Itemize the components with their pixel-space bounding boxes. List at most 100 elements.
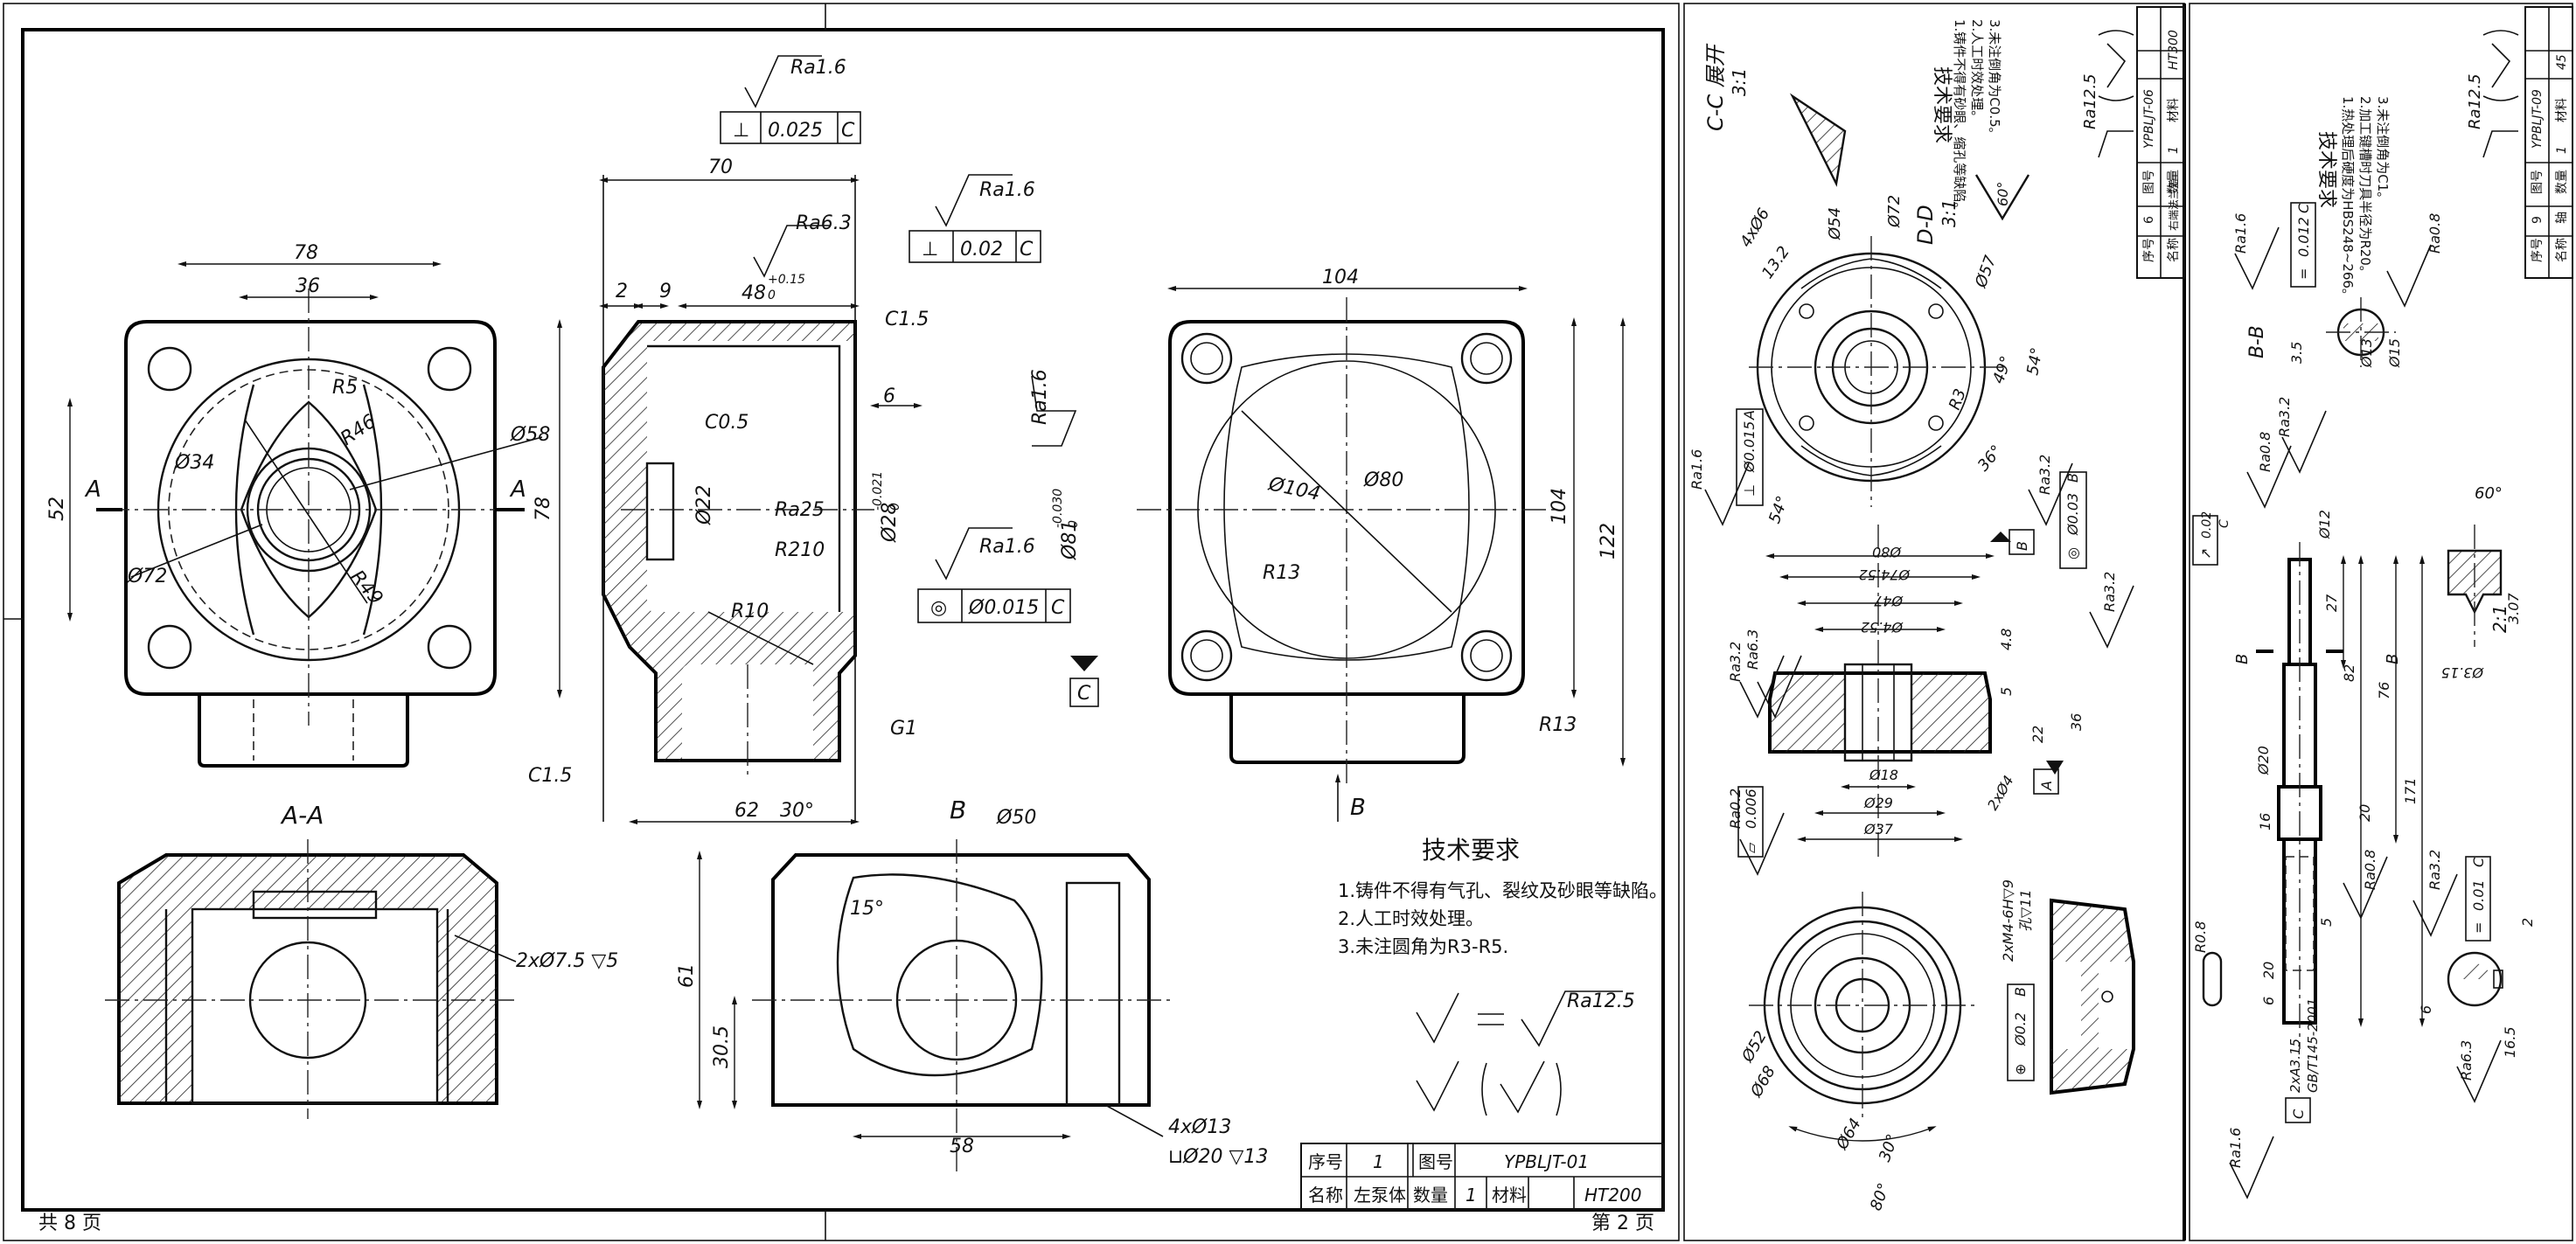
svg-text:1: 1 xyxy=(1466,1185,1477,1206)
svg-text:1.铸件不得有砂眼、缩孔等缺陷。: 1.铸件不得有砂眼、缩孔等缺陷。 xyxy=(1952,19,1967,215)
keyway-section: 6 16.5 2 xyxy=(2418,918,2536,1058)
svg-text:C: C xyxy=(841,120,855,142)
roughness-ra25: Ra25 xyxy=(775,499,825,521)
title-block-left: 序号 1 图号 YPBLJT-01 名称 左泵体 数量 1 材料 HT200 xyxy=(1300,1143,1664,1211)
roughness-general: Ra12.5 xyxy=(1567,990,1635,1012)
svg-text:B: B xyxy=(2012,987,2029,997)
dim-104-top: 104 xyxy=(1322,267,1359,288)
svg-text:Ra3.2: Ra3.2 xyxy=(2036,455,2053,495)
svg-text:Ra1.6: Ra1.6 xyxy=(790,57,846,79)
view-mark-b: B xyxy=(1350,795,1366,821)
svg-text:Ra6.3: Ra6.3 xyxy=(796,212,852,234)
section-a-a: A-A 2xØ7.5 ▽5 xyxy=(105,801,618,1119)
svg-text:76: 76 xyxy=(2376,682,2392,699)
roughness-symbol: Ra1.6 xyxy=(1029,369,1077,447)
svg-text:4.8: 4.8 xyxy=(1998,629,2015,650)
page-total: 共 8 页 xyxy=(38,1213,101,1234)
dim-d80: Ø80 xyxy=(1363,469,1403,491)
hole-note-counterbore: ⊔Ø20 ▽13 xyxy=(1168,1146,1268,1168)
svg-text:3.未注倒角为C0.5。: 3.未注倒角为C0.5。 xyxy=(1987,19,2002,141)
svg-text:Ø0.03: Ø0.03 xyxy=(2064,493,2081,536)
svg-text:2xM4-6H▽9: 2xM4-6H▽9 xyxy=(2000,879,2016,962)
svg-text:A: A xyxy=(2038,781,2055,791)
svg-text:0.02: 0.02 xyxy=(2200,511,2214,539)
dim-d81: Ø81 xyxy=(1059,520,1081,560)
svg-text:Ø3.15: Ø3.15 xyxy=(2441,664,2484,681)
svg-text:22: 22 xyxy=(2029,726,2046,743)
svg-text:Ra1.6: Ra1.6 xyxy=(1688,449,1705,490)
svg-text:20: 20 xyxy=(2357,804,2373,822)
dim-36: 36 xyxy=(296,275,320,297)
dim-70: 70 xyxy=(708,156,733,178)
svg-text:Ø0.015: Ø0.015 xyxy=(968,597,1039,619)
svg-text:B: B xyxy=(2233,654,2252,664)
svg-text:3.07: 3.07 xyxy=(2505,593,2522,624)
side-section-view: 70 2 9 48 +0.15 0 C1.5 6 C0.5 Ø22 Ra25 R… xyxy=(528,55,1099,824)
svg-text:Ø20: Ø20 xyxy=(2255,746,2272,775)
svg-text:=: = xyxy=(2295,268,2312,280)
dim-r13-a: R13 xyxy=(1263,562,1300,584)
svg-text:54°: 54° xyxy=(1765,494,1793,526)
svg-text:171: 171 xyxy=(2402,777,2419,804)
title-block-right: 序号 9 图号 YPBLJT-09 名称 轴 数量 1 材料 45 xyxy=(2524,6,2573,279)
hole-note: 2xØ7.5 ▽5 xyxy=(516,950,618,972)
right-roughness: Ra1.6 Ra3.2 Ra0.8 Ra0.8 Ra0.8 Ra3.2 Ra6.… xyxy=(2227,213,2502,1199)
page-current: 第 2 页 xyxy=(1591,1213,1654,1234)
dim-r13-b: R13 xyxy=(1539,714,1577,736)
dim-r10: R10 xyxy=(731,601,769,622)
view-label: B xyxy=(950,796,966,824)
svg-text:6: 6 xyxy=(2142,216,2156,224)
svg-text:Ø72: Ø72 xyxy=(1885,195,1904,228)
tech-requirements-right: 技术要求 1.热处理后硬度为HBS248~266。 2.加工键槽时刀具半径为R2… xyxy=(2315,30,2519,302)
svg-text:Ø0.015: Ø0.015 xyxy=(1741,421,1758,473)
dim-r46: R46 xyxy=(337,411,380,450)
dim-78-side: 78 xyxy=(533,497,554,521)
svg-text:36°: 36° xyxy=(1974,441,2007,475)
right-sheet: 序号 9 图号 YPBLJT-09 名称 轴 数量 1 材料 45 技术要求 1… xyxy=(2189,3,2573,1241)
svg-text:HT300: HT300 xyxy=(2167,30,2181,70)
thread-g1: G1 xyxy=(890,718,917,740)
svg-text:2xØ4: 2xØ4 xyxy=(1984,773,2017,813)
svg-text:27: 27 xyxy=(2323,594,2340,612)
svg-text:=: = xyxy=(2470,922,2487,934)
svg-text:右端法兰盖: 右端法兰盖 xyxy=(2167,178,2180,231)
dim-d72: Ø72 xyxy=(127,566,167,587)
svg-text:Ra3.2: Ra3.2 xyxy=(1727,642,1744,682)
scale-cc: 3:1 xyxy=(1729,68,1750,96)
roughness-symbol: Ra1.6 xyxy=(935,527,1035,580)
dim-r5: R5 xyxy=(332,377,358,399)
middle-sheet: 序号 6 图号 YPBLJT-06 名称 右端法兰盖 数量 1 材料 HT300… xyxy=(1683,3,2186,1241)
view-b-bottom: B Ø50 15° 61 30.5 58 4xØ13 ⊔Ø20 ▽13 xyxy=(676,796,1268,1171)
svg-text:Ra0.2: Ra0.2 xyxy=(1727,789,1744,829)
svg-text:2:1: 2:1 xyxy=(2489,605,2510,633)
right-tolerance-frames: = 0.012 C ↗ 0.02 C = 0.01 C C xyxy=(2192,202,2491,1123)
svg-text:16.5: 16.5 xyxy=(2502,1026,2518,1058)
svg-text:60°: 60° xyxy=(1995,182,2011,206)
dim-d28-upper: -0.021 xyxy=(871,471,885,511)
svg-text:9: 9 xyxy=(2531,216,2545,224)
svg-text:◎: ◎ xyxy=(2064,547,2081,559)
svg-text:5: 5 xyxy=(2318,918,2335,927)
svg-text:技术要求: 技术要求 xyxy=(2315,131,2337,208)
svg-text:Ra0.8: Ra0.8 xyxy=(2426,213,2443,254)
svg-text:2xA3.15: 2xA3.15 xyxy=(2287,1039,2303,1093)
flange-section-view xyxy=(1765,525,2064,857)
svg-text:0.012: 0.012 xyxy=(2295,217,2312,257)
svg-text:54°: 54° xyxy=(2023,346,2046,377)
svg-text:R3: R3 xyxy=(1946,386,1970,413)
svg-text:1: 1 xyxy=(2167,146,2181,154)
svg-text:1.热处理后硬度为HBS248~266。: 1.热处理后硬度为HBS248~266。 xyxy=(2340,96,2356,302)
svg-text:3.5: 3.5 xyxy=(2288,342,2305,364)
dim-58: 58 xyxy=(950,1136,974,1157)
svg-text:Ø13: Ø13 xyxy=(2358,338,2375,368)
svg-text:Ra3.2: Ra3.2 xyxy=(2426,850,2443,890)
svg-text:Ra1.6: Ra1.6 xyxy=(1029,369,1051,425)
tech-req-item-1: 1.铸件不得有气孔、裂纹及砂眼等缺陷。 xyxy=(1338,880,1667,901)
svg-text:Ra12.5: Ra12.5 xyxy=(2081,73,2099,129)
svg-text:YPBLJT-06: YPBLJT-06 xyxy=(2142,89,2156,149)
svg-text:Ra6.3: Ra6.3 xyxy=(1744,629,1761,670)
svg-text:名称: 名称 xyxy=(1308,1185,1343,1206)
section-label: A-A xyxy=(280,801,324,830)
svg-text:C: C xyxy=(2470,857,2487,867)
svg-text:Ø18: Ø18 xyxy=(1869,767,1898,783)
